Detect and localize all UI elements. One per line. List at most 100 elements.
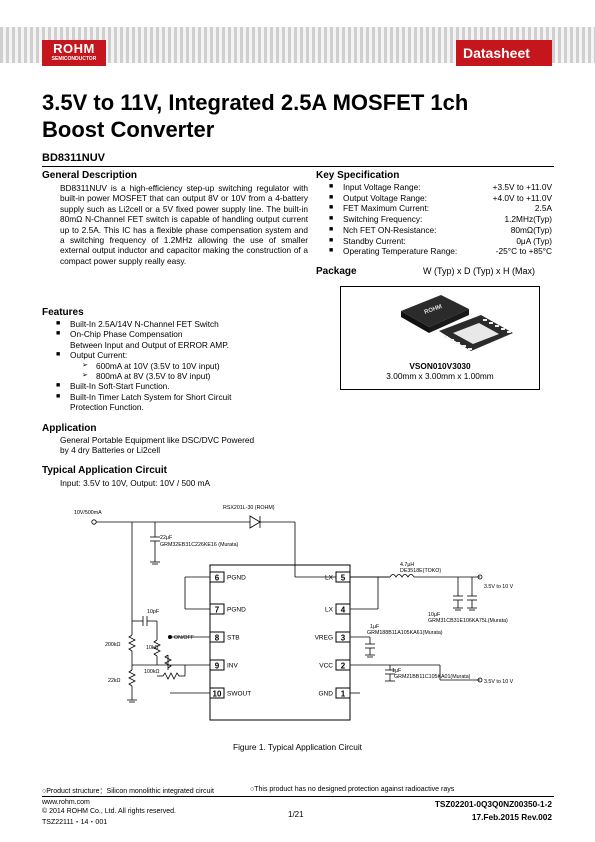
- bullet-icon: ■: [329, 193, 334, 201]
- title-divider: [42, 166, 554, 167]
- label-rtop: 200kΩ: [105, 642, 120, 648]
- bullet-icon: [50, 340, 70, 350]
- pin-box: [335, 687, 351, 699]
- label-cvreg: 1μF: [370, 624, 380, 630]
- figure-caption: Figure 1. Typical Application Circuit: [233, 742, 362, 752]
- key-spec-value: 80mΩ(Typ): [510, 224, 552, 235]
- pin-number: 2: [341, 662, 346, 671]
- feature-item: ■ On-Chip Phase Compensation: [50, 329, 310, 339]
- key-spec-row: ■FET Maximum Current:2.5A: [329, 203, 552, 214]
- package-heading: Package: [316, 266, 357, 277]
- key-spec-label: Input Voltage Range:: [343, 182, 421, 192]
- feature-text: 600mA at 10V (3.5V to 10V input): [96, 360, 220, 371]
- pin-box: [209, 631, 225, 643]
- pin-number: 7: [215, 606, 220, 615]
- bullet-icon: ■: [329, 225, 334, 233]
- package-image: ROHM: [401, 295, 513, 351]
- title-line-2: Boost Converter: [42, 117, 215, 142]
- bullet-icon: ■: [329, 204, 334, 212]
- key-spec-label: FET Maximum Current:: [343, 203, 430, 214]
- general-description-text: BD8311NUV is a high-efficiency step-up s…: [60, 183, 308, 266]
- datasheet-badge: Datasheet: [456, 40, 552, 66]
- features-list: ■Built-In 2.5A/14V N-Channel FET Switch■…: [50, 319, 310, 413]
- key-spec-row: ■ Nch FET ON-Resistance: 80mΩ(Typ): [329, 225, 552, 236]
- bullet-icon: ■: [329, 247, 334, 255]
- feature-item: Between Input and Output of ERROR AMP.: [50, 340, 310, 350]
- typical-circuit-heading: Typical Application Circuit: [42, 465, 168, 476]
- part-number: BD8311NUV: [42, 152, 105, 164]
- label-ccomp: 10pF: [147, 609, 160, 615]
- pin-name: VCC: [319, 663, 333, 670]
- application-line-2: by 4 dry Batteries or Li2cell: [60, 445, 161, 455]
- feature-text: On-Chip Phase Compensation: [70, 329, 183, 340]
- pin-number: 6: [215, 574, 220, 583]
- bullet-icon: ➢: [82, 361, 88, 369]
- key-spec-label: Nch FET ON-Resistance:: [343, 224, 437, 235]
- bullet-icon: ■: [329, 215, 334, 223]
- pin-box: [209, 687, 225, 699]
- key-spec-label: Switching Frequency:: [343, 214, 423, 225]
- key-spec-heading: Key Specification: [316, 170, 400, 181]
- footer-product-structure: ○Product structure：Silicon monolithic in…: [42, 788, 214, 795]
- feature-text: 800mA at 8V (3.5V to 8V input): [96, 371, 211, 382]
- pin-box: [209, 659, 225, 671]
- key-spec-row: ■Output Voltage Range:+4.0V to +11.0V: [329, 193, 552, 204]
- pin-name: LX: [325, 607, 334, 614]
- footer-divider: [42, 796, 554, 797]
- label-r10k: 10kΩ: [146, 645, 159, 651]
- pin-box: [209, 603, 225, 615]
- pin-name: VREG: [315, 635, 333, 642]
- pin-number: 8: [215, 634, 220, 643]
- pin-name: STB: [227, 635, 240, 642]
- label-cvcc-part: GRM21BB11C105KA01(Murata): [394, 674, 471, 680]
- pin-name: SWOUT: [227, 691, 251, 698]
- bullet-icon: ■: [56, 330, 61, 338]
- key-spec-value: 0μA (Typ): [516, 235, 552, 246]
- bullet-icon: ➢: [82, 372, 88, 380]
- label-cin-part: GRM32EB31C226KE16 (Murata): [160, 542, 239, 548]
- rohm-logo: ROHM SEMICONDUCTOR: [42, 40, 106, 66]
- logo-main-text: ROHM: [53, 41, 95, 56]
- feature-item: ■Built-In Soft-Start Function.: [50, 381, 310, 391]
- application-heading: Application: [42, 423, 97, 434]
- bullet-icon: [50, 402, 70, 412]
- pin-number: 10: [213, 690, 222, 699]
- footer-page-number: 1/21: [288, 810, 304, 819]
- key-spec-label: Operating Temperature Range:: [343, 246, 458, 257]
- label-cvcc: 1μF: [392, 668, 402, 674]
- pin-number: 1: [341, 690, 346, 699]
- title-line-1: 3.5V to 11V, Integrated 2.5A MOSFET 1ch: [42, 90, 469, 115]
- pin-number: 4: [341, 606, 346, 615]
- pin-box: [335, 571, 351, 583]
- chip-label: ROHM: [424, 304, 443, 316]
- features-heading: Features: [42, 307, 84, 318]
- pin-name: PGND: [227, 607, 246, 614]
- bullet-icon: ■: [56, 392, 61, 400]
- feature-text: Built-In Timer Latch System for Short Ci…: [70, 391, 232, 402]
- feature-item: Protection Function.: [50, 402, 310, 412]
- label-r100k: 100kΩ: [144, 669, 159, 675]
- footer-date-rev: 17.Feb.2015 Rev.002: [471, 812, 552, 822]
- pin-number: 5: [341, 574, 346, 583]
- bullet-icon: ■: [56, 320, 61, 327]
- label-cout-part: GRM31CB31E106KA75L(Murata): [428, 618, 508, 624]
- feature-item: ■Built-In 2.5A/14V N-Channel FET Switch: [50, 319, 310, 329]
- pin-box: [335, 659, 351, 671]
- page-title: 3.5V to 11V, Integrated 2.5A MOSFET 1ch …: [42, 89, 562, 143]
- key-spec-row: ■ Operating Temperature Range: -25°C to +8…: [329, 246, 552, 257]
- key-spec-value: -25°C to +85°C: [495, 246, 552, 257]
- label-vin: 10V/500mA: [74, 510, 102, 516]
- feature-text: Output Current:: [70, 350, 128, 361]
- key-spec-label: Standby Current:: [343, 235, 406, 246]
- general-description-heading: General Description: [42, 170, 138, 181]
- label-out1: 3.5V to 10 V: [484, 584, 514, 590]
- key-spec-value: +3.5V to +11.0V: [492, 182, 552, 192]
- bullet-icon: ■: [56, 382, 61, 390]
- footer-doc-number: TSZ02201-0Q3Q0NZ00350-1-2: [434, 799, 552, 809]
- key-spec-value: 1.2MHz(Typ): [504, 214, 552, 225]
- key-spec-label: Output Voltage Range:: [343, 192, 427, 203]
- pin-name: INV: [227, 663, 239, 670]
- label-inductor: 4.7μH: [400, 562, 414, 568]
- footer-url[interactable]: www.rohm.com: [42, 799, 90, 806]
